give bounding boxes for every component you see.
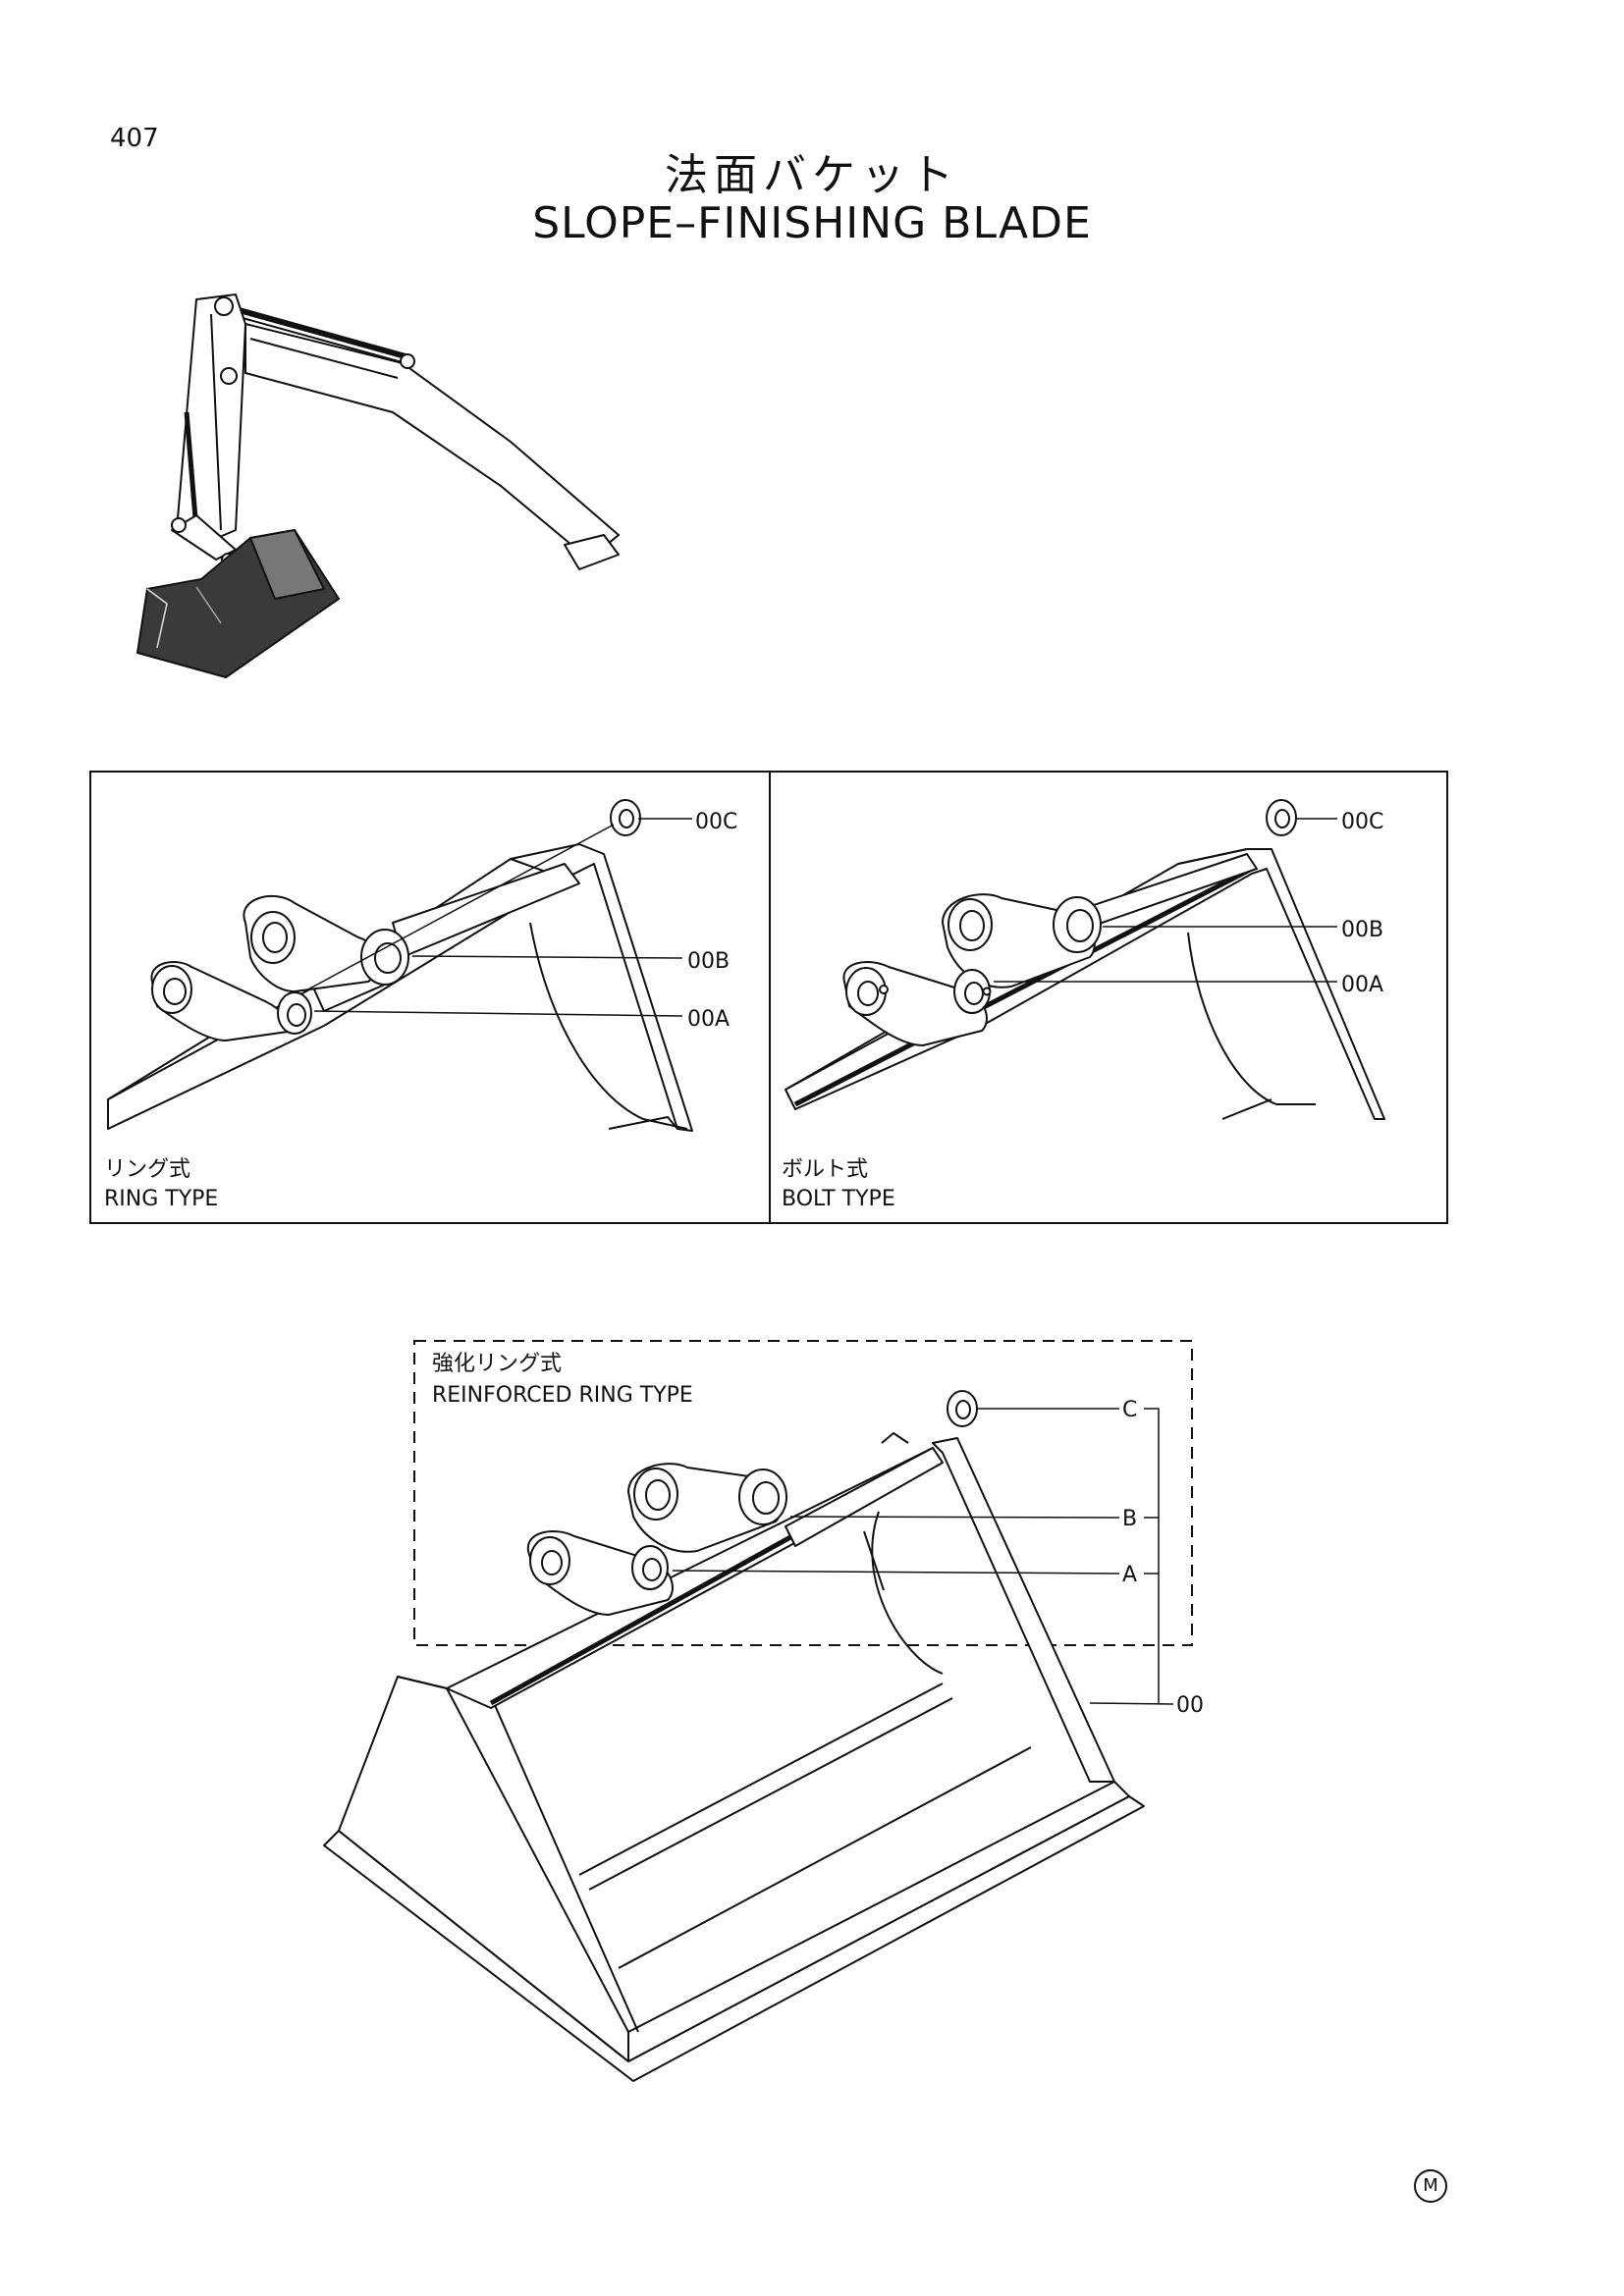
reinforced-label-00: 00 [1176,1693,1204,1718]
ring-type-drawing [107,799,693,1132]
bolt-label-00a: 00A [1341,973,1383,997]
bolt-label-00b: 00B [1341,918,1383,942]
page-number: 407 [110,124,159,153]
bolt-type-panel [769,771,1448,1224]
ring-type-caption-en: RING TYPE [104,1187,218,1211]
ring-type-leaders [303,818,692,1017]
reinforced-label-a: A [1122,1563,1137,1587]
title-japanese: 法面バケット [665,150,959,200]
excavator-arm-illustration [136,294,620,678]
reinforced-caption-en: REINFORCED RING TYPE [432,1383,693,1408]
bolt-type-leaders [994,818,1337,983]
reinforced-caption-jp: 強化リング式 [432,1352,562,1376]
bolt-type-caption-jp: ボルト式 [782,1157,868,1182]
reinforced-detail-box [413,1340,1193,1646]
ring-type-caption-jp: リング式 [104,1157,190,1182]
ring-label-00c: 00C [695,810,737,834]
reinforced-bucket-drawing [323,1390,1145,2082]
reinforced-label-b: B [1122,1507,1137,1531]
reinforced-leaders [672,1408,1174,1705]
reinforced-label-c: C [1122,1398,1137,1422]
bolt-type-drawing [785,799,1385,1120]
footer-mark: M [1414,2169,1447,2203]
bolt-type-caption-en: BOLT TYPE [782,1187,895,1211]
ring-label-00b: 00B [687,949,730,974]
bolt-label-00c: 00C [1341,810,1383,834]
title-english: SLOPE–FINISHING BLADE [532,198,1092,248]
ring-label-00a: 00A [687,1007,730,1032]
